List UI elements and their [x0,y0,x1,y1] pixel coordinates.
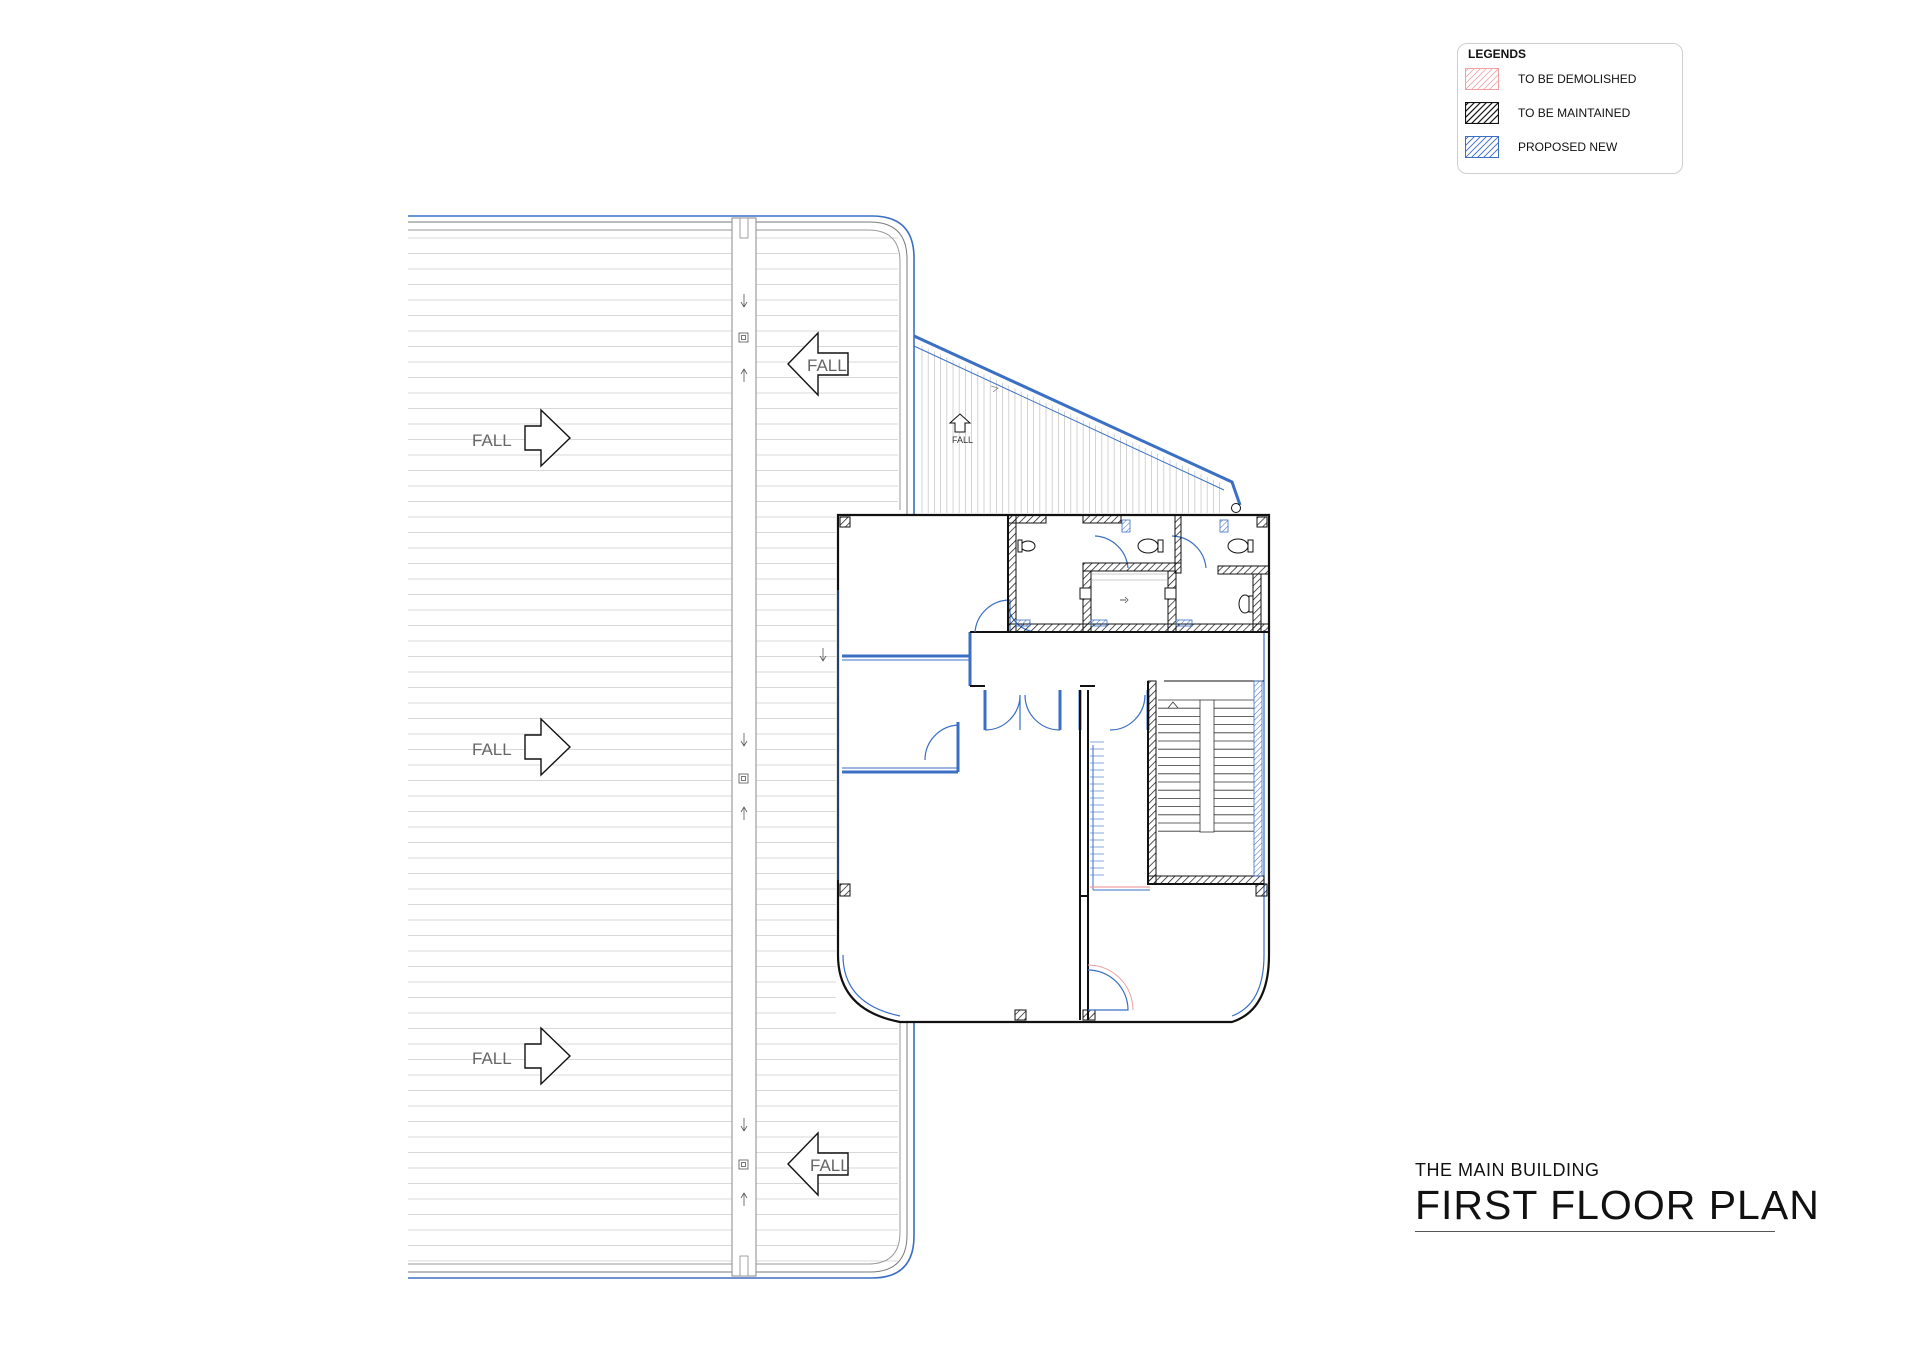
building-footprint [836,513,1271,1024]
triangular-roof: FALL [913,334,1242,513]
triangle-roof-lines [921,345,1220,513]
staircase [1147,680,1265,885]
legend-item-demolished: TO BE DEMOLISHED [1465,68,1675,92]
legend-box: LEGENDS TO BE DEMOLISHED TO BE MAINTAINE… [1457,43,1683,174]
roof-parapet-lower [408,1015,901,1265]
fall-label-small: FALL [952,435,973,445]
legend-label-maintained: TO BE MAINTAINED [1518,106,1631,120]
drawing-subtitle: THE MAIN BUILDING [1415,1160,1600,1180]
stair-treads [1158,699,1254,832]
corridor-steps [1090,741,1104,876]
roof-parapet [408,229,901,510]
hatch-proposed-swatch [1465,136,1499,158]
fall-label-3: FALL [472,1049,512,1068]
fall-arrow-right-1 [524,408,572,468]
fall-arrow-left-2 [787,1131,849,1197]
fall-label-1: FALL [472,431,512,450]
fall-label-2: FALL [472,740,512,759]
legend-label-demolished: TO BE DEMOLISHED [1518,72,1637,86]
fall-arrow-right-2 [524,717,572,777]
hatch-demolished-swatch [1465,68,1499,90]
legend-label-proposed: PROPOSED NEW [1518,140,1618,154]
fall-arrow-right-3 [524,1026,572,1086]
fall-label-5: FALL [810,1156,850,1175]
toilet-block [1007,514,1270,633]
legend-item-proposed: PROPOSED NEW [1465,136,1675,160]
drawing-title: FIRST FLOOR PLAN [1415,1182,1820,1228]
hatch-maintained-swatch [1465,102,1499,124]
fall-arrow-left-1 [787,331,849,397]
fall-arrow-up-small: FALL [948,413,973,445]
title-underline [1415,1231,1775,1232]
legend-title: LEGENDS [1468,47,1527,61]
fall-label-4: FALL [807,356,847,375]
central-gutter [731,217,827,1277]
legend-item-maintained: TO BE MAINTAINED [1465,102,1675,126]
roof-area: FALL FALL FALL FALL FALL [408,215,915,1279]
roof-slope-lines [408,237,898,1262]
